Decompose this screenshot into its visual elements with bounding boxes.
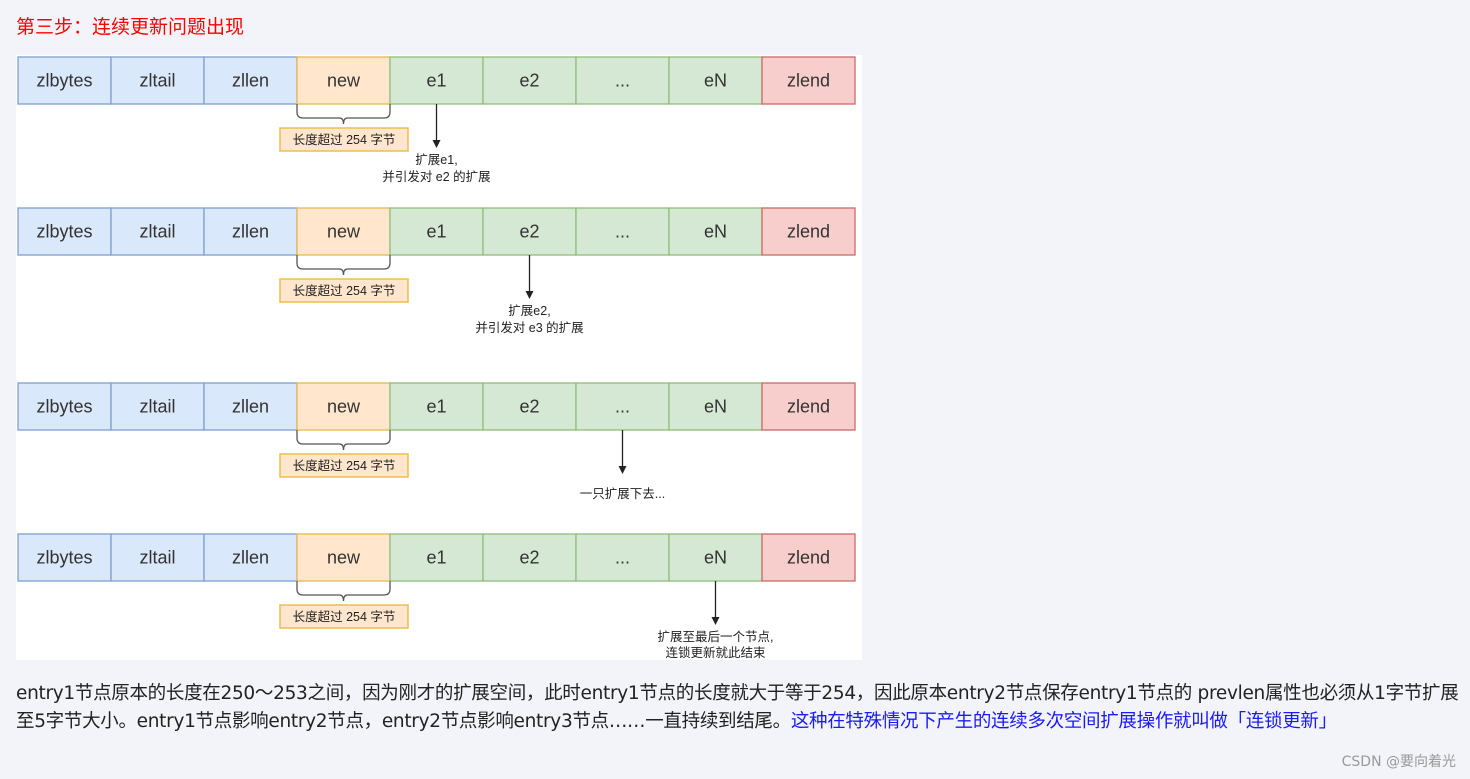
cell-label: ... (615, 397, 630, 417)
ziplist-cascade-diagram: zlbytes zltail zllen new e1 e2... eN zlend 长度超过 … (16, 55, 862, 660)
cell-label: eN (704, 71, 727, 91)
cell-label: e2 (519, 397, 539, 417)
cell-label: zltail (139, 397, 175, 417)
explanation-paragraph: entry1节点原本的长度在250～253之间，因为刚才的扩展空间，此时entr… (16, 680, 1464, 736)
cell-label: zllen (232, 222, 269, 242)
cell-label: e1 (426, 71, 446, 91)
watermark: CSDN @要向着光 (1341, 754, 1456, 770)
cell-label: zlend (787, 222, 830, 242)
ziplist-cell (203, 533, 298, 582)
arrow-caption: 扩展至最后一个节点, (658, 630, 774, 644)
cell-label: new (327, 71, 361, 91)
brace-label: 长度超过 254 字节 (293, 132, 396, 147)
arrow-caption: 扩展e1, (415, 153, 457, 167)
brace (296, 104, 391, 125)
cell-label: zlbytes (36, 548, 92, 568)
ziplist-cell (389, 207, 484, 256)
arrow-down-icon (618, 466, 627, 474)
ziplist-cell (389, 382, 484, 431)
cell-label: e2 (519, 222, 539, 242)
ziplist-cell (17, 382, 112, 431)
brace-label: 长度超过 254 字节 (293, 458, 396, 473)
ziplist-cell (17, 207, 112, 256)
cell-label: zltail (139, 548, 175, 568)
arrow-down-icon (432, 140, 441, 148)
arrow-caption: 并引发对 e3 的扩展 (475, 320, 583, 335)
cell-label: e1 (426, 548, 446, 568)
cell-label: zlbytes (36, 71, 92, 91)
brace-label-box (279, 127, 409, 152)
cell-label: e1 (426, 222, 446, 242)
paragraph-highlight: 这种在特殊情况下产生的连续多次空间扩展操作就叫做「连锁更新」 (790, 711, 1337, 732)
cell-label: zllen (232, 397, 269, 417)
ziplist-cell (17, 56, 112, 105)
arrow-caption: 并引发对 e2 的扩展 (382, 169, 490, 184)
ziplist-cell (482, 533, 577, 582)
cell-label: new (327, 397, 361, 417)
arrow-caption: 扩展e2, (508, 304, 550, 318)
cell-label: new (327, 222, 361, 242)
brace-label-box (279, 453, 409, 478)
arrow-down-icon (525, 291, 534, 299)
ziplist-cell (296, 382, 391, 431)
ziplist-row: zlbytes zltail zllen new e1 e2... eN zlend 长度超过 … (17, 207, 856, 335)
cell-label: e2 (519, 548, 539, 568)
cell-label: ... (615, 222, 630, 242)
ziplist-cell (575, 56, 670, 105)
paragraph-text: entry1节点原本的长度在250～253之间，因为刚才的扩展空间，此时entr… (16, 683, 1459, 732)
cell-label: zlbytes (36, 397, 92, 417)
ziplist-cell (389, 533, 484, 582)
brace (296, 430, 391, 451)
arrow-caption: 连锁更新就此结束 (665, 645, 766, 660)
ziplist-cell (761, 533, 856, 582)
ziplist-row: zlbytes zltail zllen new e1 e2... eN zlend 长度超过 … (17, 382, 856, 501)
ziplist-cell (668, 56, 763, 105)
ziplist-cell (761, 56, 856, 105)
ziplist-cell (575, 382, 670, 431)
cell-label: eN (704, 397, 727, 417)
brace-label: 长度超过 254 字节 (293, 609, 396, 624)
cell-label: zlend (787, 71, 830, 91)
brace-label: 长度超过 254 字节 (293, 283, 396, 298)
cell-label: new (327, 548, 361, 568)
cell-label: zlbytes (36, 222, 92, 242)
arrow-down-icon (711, 617, 720, 625)
cell-label: zltail (139, 222, 175, 242)
ziplist-row: zlbytes zltail zllen new e1 e2... eN zlend 长度超过 … (17, 56, 856, 184)
brace (296, 581, 391, 602)
ziplist-cell (110, 207, 205, 256)
cell-label: zlend (787, 397, 830, 417)
ziplist-cell (203, 207, 298, 256)
ziplist-cell (296, 533, 391, 582)
ziplist-cell (482, 56, 577, 105)
ziplist-cell (761, 207, 856, 256)
brace-label-box (279, 604, 409, 629)
ziplist-cell (110, 382, 205, 431)
ziplist-cell (668, 533, 763, 582)
ziplist-cell (110, 56, 205, 105)
cell-label: ... (615, 548, 630, 568)
ziplist-cell (482, 382, 577, 431)
cell-label: zltail (139, 71, 175, 91)
brace (296, 255, 391, 276)
cell-label: ... (615, 71, 630, 91)
cell-label: zllen (232, 71, 269, 91)
brace-label-box (279, 278, 409, 303)
ziplist-cell (761, 382, 856, 431)
cell-label: eN (704, 548, 727, 568)
ziplist-cell (668, 382, 763, 431)
arrow-caption: 一只扩展下去... (580, 487, 665, 501)
cell-label: e1 (426, 397, 446, 417)
cell-label: e2 (519, 71, 539, 91)
cell-label: zllen (232, 548, 269, 568)
ziplist-cell (296, 207, 391, 256)
ziplist-cell (203, 56, 298, 105)
ziplist-cell (110, 533, 205, 582)
cell-label: zlend (787, 548, 830, 568)
cell-label: eN (704, 222, 727, 242)
section-heading: 第三步：连续更新问题出现 (16, 16, 245, 38)
ziplist-row: zlbytes zltail zllen new e1 e2... eN zlend 长度超过 … (17, 533, 856, 660)
